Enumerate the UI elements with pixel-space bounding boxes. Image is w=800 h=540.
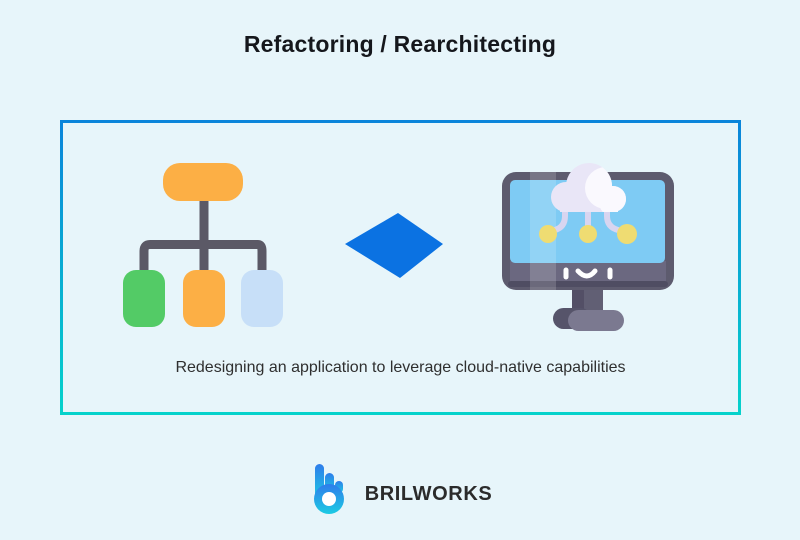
node-dot-middle (579, 225, 597, 243)
cloud-icon (551, 163, 626, 212)
monitor-bezel (510, 261, 666, 282)
panel-caption: Redesigning an application to leverage c… (175, 359, 626, 376)
child-node-orange (183, 270, 225, 327)
connector-branches (139, 240, 267, 275)
cable-right (604, 197, 621, 233)
arrow-shape (345, 213, 443, 278)
brand-name: BRILWORKS (364, 482, 493, 505)
brilworks-logo-icon (313, 464, 344, 514)
page-title: Refactoring / Rearchitecting (243, 31, 557, 57)
footer-logo: BRILWORKS (0, 459, 800, 515)
monitor-stand-neck-shadow (572, 286, 584, 312)
cable-left (552, 197, 568, 233)
child-node-blue (241, 270, 283, 327)
monitor-base-front (568, 310, 624, 331)
node-dot-right (617, 224, 637, 244)
monitor-bottom-strip (508, 281, 668, 287)
logo-ring-hole (321, 492, 336, 506)
diagram-panel: Redesigning an application to leverage c… (60, 120, 741, 415)
face-smile (575, 268, 598, 279)
node-dot-left (539, 225, 557, 243)
parent-node (163, 163, 243, 201)
diagram-panel-inner: Redesigning an application to leverage c… (63, 123, 738, 412)
monolith-structure-icon (123, 163, 283, 327)
transformation-arrow-icon (345, 213, 443, 278)
child-node-green (123, 270, 165, 327)
cloud-native-computer-icon (502, 163, 674, 331)
